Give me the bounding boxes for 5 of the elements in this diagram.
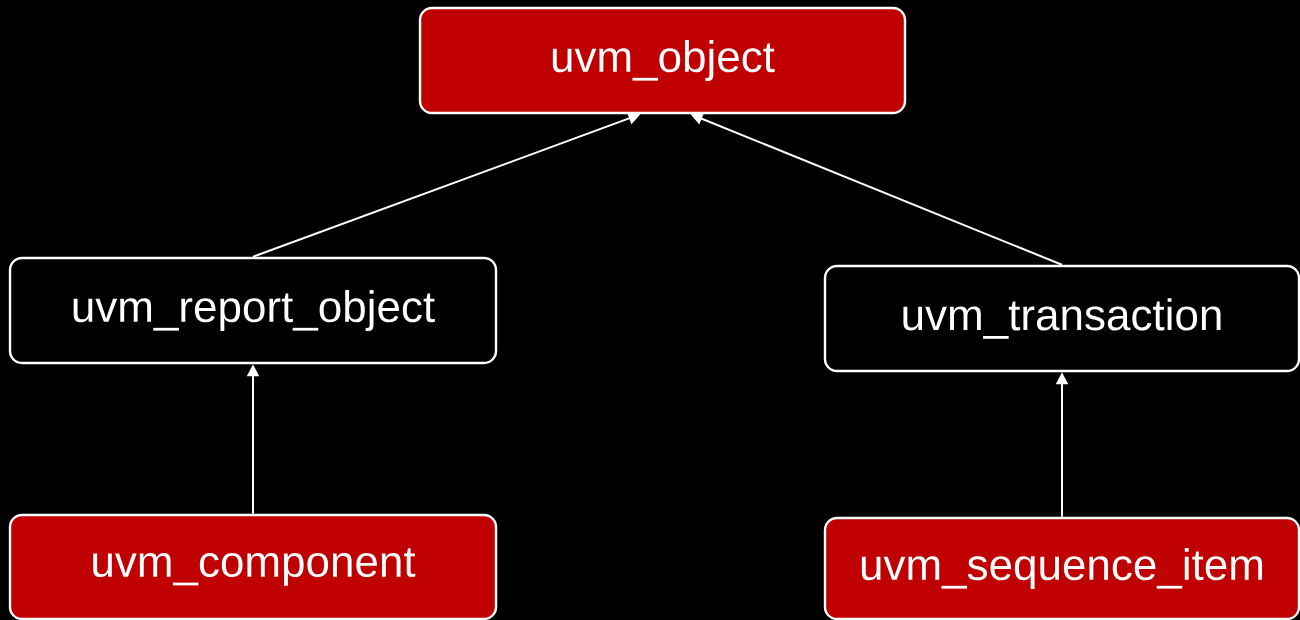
class-box: uvm_report_object — [8, 256, 498, 365]
class-box: uvm_component — [8, 513, 498, 620]
class-box: uvm_object — [418, 6, 907, 115]
class-box: uvm_sequence_item — [823, 516, 1300, 620]
class-box: uvm_transaction — [823, 264, 1300, 373]
